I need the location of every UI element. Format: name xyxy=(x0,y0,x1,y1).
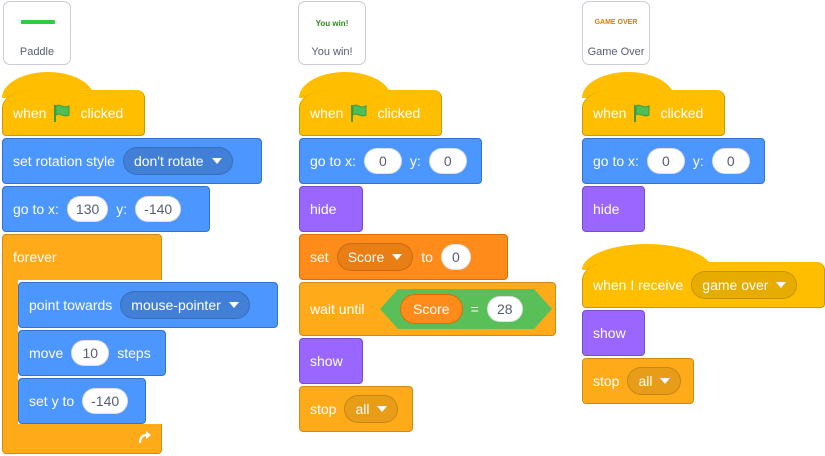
go-to-xy-block[interactable]: go to x: 130 y: -140 xyxy=(2,186,210,232)
show-block[interactable]: show xyxy=(582,310,645,356)
loop-arrow-icon xyxy=(138,431,151,444)
wait-until-block[interactable]: wait until Score = 28 xyxy=(299,282,556,336)
y-input[interactable]: 0 xyxy=(711,148,750,174)
caret-down-icon xyxy=(660,378,671,384)
set-y-block[interactable]: set y to -140 xyxy=(18,378,146,424)
block-text: to xyxy=(421,249,433,265)
block-text: steps xyxy=(117,345,151,361)
green-flag-icon xyxy=(634,104,650,122)
caret-down-icon xyxy=(211,158,222,164)
set-rotation-style-block[interactable]: set rotation style don't rotate xyxy=(2,138,262,184)
point-towards-block[interactable]: point towards mouse-pointer xyxy=(18,282,278,328)
green-flag-icon xyxy=(351,104,367,122)
block-text: point towards xyxy=(29,297,113,313)
block-text: when I receive xyxy=(593,276,684,293)
variable-dropdown[interactable]: Score xyxy=(336,243,414,271)
game-over-costume-preview: GAME OVER xyxy=(594,19,638,26)
block-text: stop xyxy=(310,401,337,417)
show-block[interactable]: show xyxy=(299,338,363,384)
block-text: y: xyxy=(116,201,128,217)
caret-down-icon xyxy=(377,406,388,412)
sprite-thumb-you-win[interactable]: You win! You win! xyxy=(298,1,366,65)
hide-block[interactable]: hide xyxy=(582,186,645,232)
steps-input[interactable]: 10 xyxy=(71,340,110,366)
block-text: go to x: xyxy=(13,201,59,217)
sprite-label: You win! xyxy=(311,46,353,58)
sprite-label: Paddle xyxy=(19,46,55,58)
block-text: set y to xyxy=(29,393,75,409)
caret-down-icon xyxy=(392,254,403,260)
dropdown-value: don't rotate xyxy=(133,153,204,169)
dropdown-value: Score xyxy=(347,249,385,265)
block-text: when xyxy=(310,104,344,121)
block-text: hide xyxy=(310,201,337,217)
message-dropdown[interactable]: game over xyxy=(691,270,798,299)
forever-arm xyxy=(2,279,18,427)
block-text: hide xyxy=(593,201,620,217)
dropdown-value: all xyxy=(638,373,653,389)
caret-down-icon xyxy=(776,281,787,288)
block-text: go to x: xyxy=(310,153,356,169)
dropdown-value: game over xyxy=(702,276,769,293)
sprite-thumb-paddle[interactable]: Paddle xyxy=(3,1,71,65)
block-text: when xyxy=(593,104,627,121)
caret-down-icon xyxy=(228,302,239,308)
go-to-xy-block[interactable]: go to x: 0 y: 0 xyxy=(582,138,765,184)
compare-value-input[interactable]: 28 xyxy=(486,296,523,322)
set-variable-block[interactable]: set Score to 0 xyxy=(299,234,508,280)
move-steps-block[interactable]: move 10 steps xyxy=(18,330,166,376)
forever-footer xyxy=(2,424,162,454)
rotation-style-dropdown[interactable]: don't rotate xyxy=(122,147,233,175)
block-text: show xyxy=(310,353,343,369)
you-win-costume-preview: You win! xyxy=(315,19,349,28)
when-i-receive-block[interactable]: when I receive game over xyxy=(582,262,825,308)
block-text: clicked xyxy=(80,104,124,121)
when-flag-clicked-block[interactable]: when clicked xyxy=(2,90,145,136)
stop-option-dropdown[interactable]: all xyxy=(627,367,682,395)
block-text: clicked xyxy=(377,104,421,121)
green-flag-icon xyxy=(54,104,70,122)
block-text: clicked xyxy=(660,104,704,121)
sprite-thumb-game-over[interactable]: GAME OVER Game Over xyxy=(582,1,650,65)
block-text: show xyxy=(593,325,626,341)
paddle-costume-preview xyxy=(21,20,55,24)
x-input[interactable]: 0 xyxy=(363,148,402,174)
sprite-label: Game Over xyxy=(587,46,645,58)
go-to-xy-block[interactable]: go to x: 0 y: 0 xyxy=(299,138,482,184)
block-text: when xyxy=(13,104,47,121)
point-target-dropdown[interactable]: mouse-pointer xyxy=(120,291,250,319)
x-input[interactable]: 130 xyxy=(66,196,109,222)
equals-operator-content: Score = 28 xyxy=(400,294,531,324)
dropdown-value: all xyxy=(355,401,370,417)
y-input[interactable]: -140 xyxy=(135,196,182,222)
block-text: y: xyxy=(409,153,421,169)
dropdown-value: mouse-pointer xyxy=(131,297,221,313)
when-flag-clicked-block[interactable]: when clicked xyxy=(582,90,725,136)
block-text: set xyxy=(310,249,329,265)
block-text: stop xyxy=(593,373,620,389)
block-text: go to x: xyxy=(593,153,639,169)
stop-block[interactable]: stop all xyxy=(582,358,694,404)
x-input[interactable]: 0 xyxy=(646,148,685,174)
set-value-input[interactable]: 0 xyxy=(440,244,471,270)
y-input[interactable]: 0 xyxy=(428,148,467,174)
block-text: forever xyxy=(13,249,57,265)
hide-block[interactable]: hide xyxy=(299,186,363,232)
block-text: wait until xyxy=(310,301,365,317)
forever-block[interactable]: forever xyxy=(2,234,162,280)
block-text: move xyxy=(29,345,64,361)
block-text: set rotation style xyxy=(13,153,115,169)
y-value-input[interactable]: -140 xyxy=(82,388,129,414)
stop-option-dropdown[interactable]: all xyxy=(344,395,399,423)
score-reporter[interactable]: Score xyxy=(400,294,463,324)
stop-block[interactable]: stop all xyxy=(299,386,413,432)
operator-symbol: = xyxy=(470,301,479,317)
when-flag-clicked-block[interactable]: when clicked xyxy=(299,90,442,136)
block-text: y: xyxy=(692,153,704,169)
